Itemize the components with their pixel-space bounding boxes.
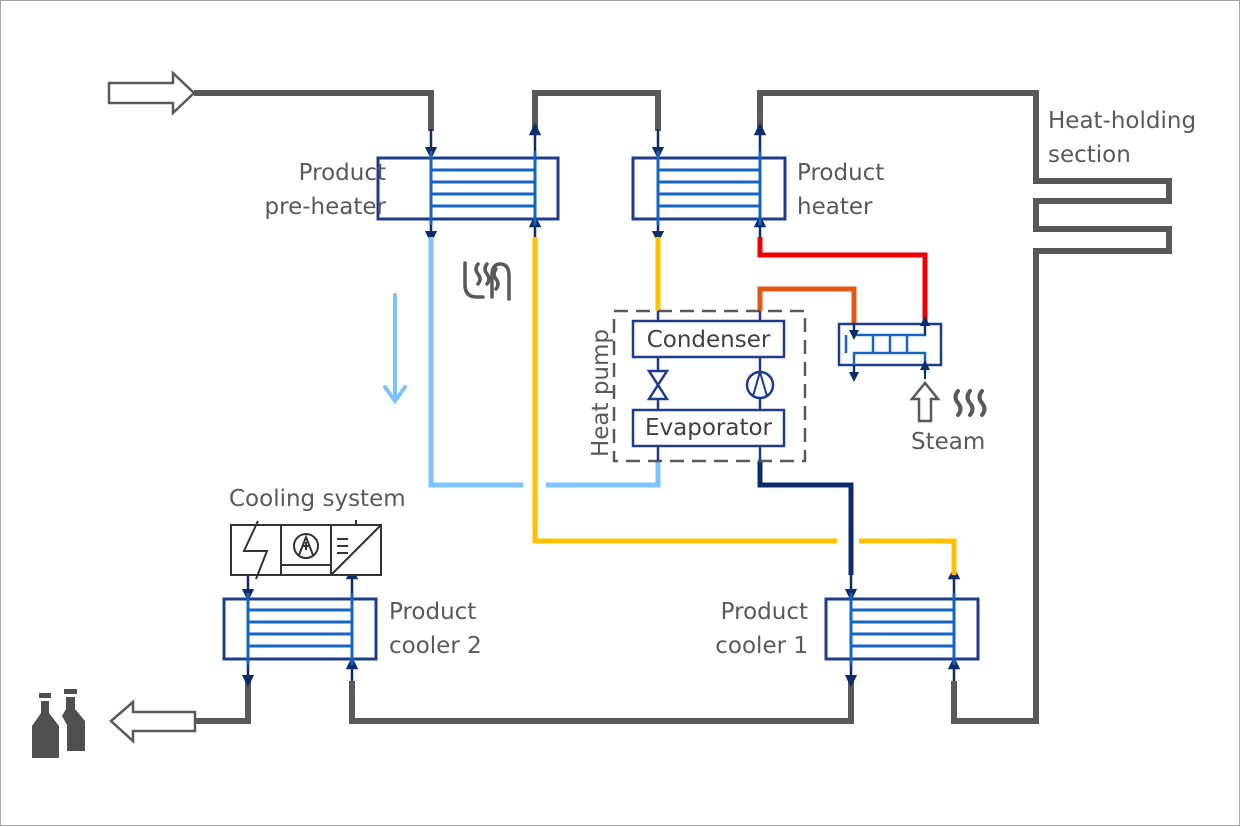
cooler1-to-cooler2-pipe xyxy=(349,681,854,724)
heat-holding-label: Heat-holding section xyxy=(1048,104,1196,172)
product-line xyxy=(194,90,1172,724)
compressor-icon xyxy=(745,368,775,400)
preheater-to-heater-pipe xyxy=(532,90,661,131)
evaporator-label: Evaporator xyxy=(644,415,772,441)
warm-water-line xyxy=(532,237,837,544)
product-inlet-arrow-icon xyxy=(107,70,196,116)
product-outlet-pipe xyxy=(196,681,251,724)
label-line: Heat-holding xyxy=(1048,108,1197,134)
steam-label: Steam xyxy=(911,429,986,455)
steam-heat-exchanger xyxy=(837,316,943,382)
bottles-icon xyxy=(32,689,85,758)
heat-pump-boundary xyxy=(612,309,807,463)
cooling-system-label: Cooling system xyxy=(229,486,406,512)
label-line: cooler 1 xyxy=(715,633,808,659)
product-inlet-pipe xyxy=(194,90,434,131)
cooling-system-unit xyxy=(230,520,382,580)
cold-water-line xyxy=(428,237,523,488)
product-preheater-hx xyxy=(376,151,560,225)
cooling-tower-icon xyxy=(330,524,382,576)
warm-water-line-2 xyxy=(859,538,957,575)
label-line: Product xyxy=(389,599,477,625)
flow-direction-arrow-icon xyxy=(383,293,407,405)
steam-inlet-arrow-icon xyxy=(909,381,941,423)
product-heater-label: Product heater xyxy=(797,156,884,224)
heater-to-holding-pipe xyxy=(757,90,1172,724)
fan-icon xyxy=(293,533,319,559)
product-outlet-arrow-icon xyxy=(109,699,197,744)
label-line: cooler 2 xyxy=(389,633,482,659)
heat-pump-label: Heat pump xyxy=(588,328,614,458)
evaporator-box xyxy=(631,408,786,448)
electric-heater-icon xyxy=(242,520,269,580)
label-line: heater xyxy=(797,194,873,220)
cold-refrigerant-line xyxy=(757,461,854,575)
product-cooler-1-hx xyxy=(824,593,980,665)
product-cooler-2-hx xyxy=(222,593,378,665)
product-preheater-label: Product pre-heater xyxy=(251,156,386,224)
heat-recovery-icon xyxy=(463,261,511,301)
steam-waves-icon xyxy=(953,389,987,417)
label-line: pre-heater xyxy=(264,194,386,220)
hot-water-line xyxy=(757,237,928,323)
label-line: Product xyxy=(298,160,386,186)
label-line: Product xyxy=(797,160,885,186)
condenser-box xyxy=(631,319,786,359)
cold-water-line-2 xyxy=(546,461,661,488)
condenser-label: Condenser xyxy=(646,327,771,353)
product-heater-hx xyxy=(631,151,787,225)
hot-refrigerant-line xyxy=(757,286,857,323)
label-line: Product xyxy=(720,599,808,625)
label-line: section xyxy=(1048,142,1131,168)
product-cooler-1-label: Product cooler 1 xyxy=(681,595,808,663)
product-cooler-2-label: Product cooler 2 xyxy=(389,595,482,663)
expansion-valve-icon xyxy=(646,369,670,401)
